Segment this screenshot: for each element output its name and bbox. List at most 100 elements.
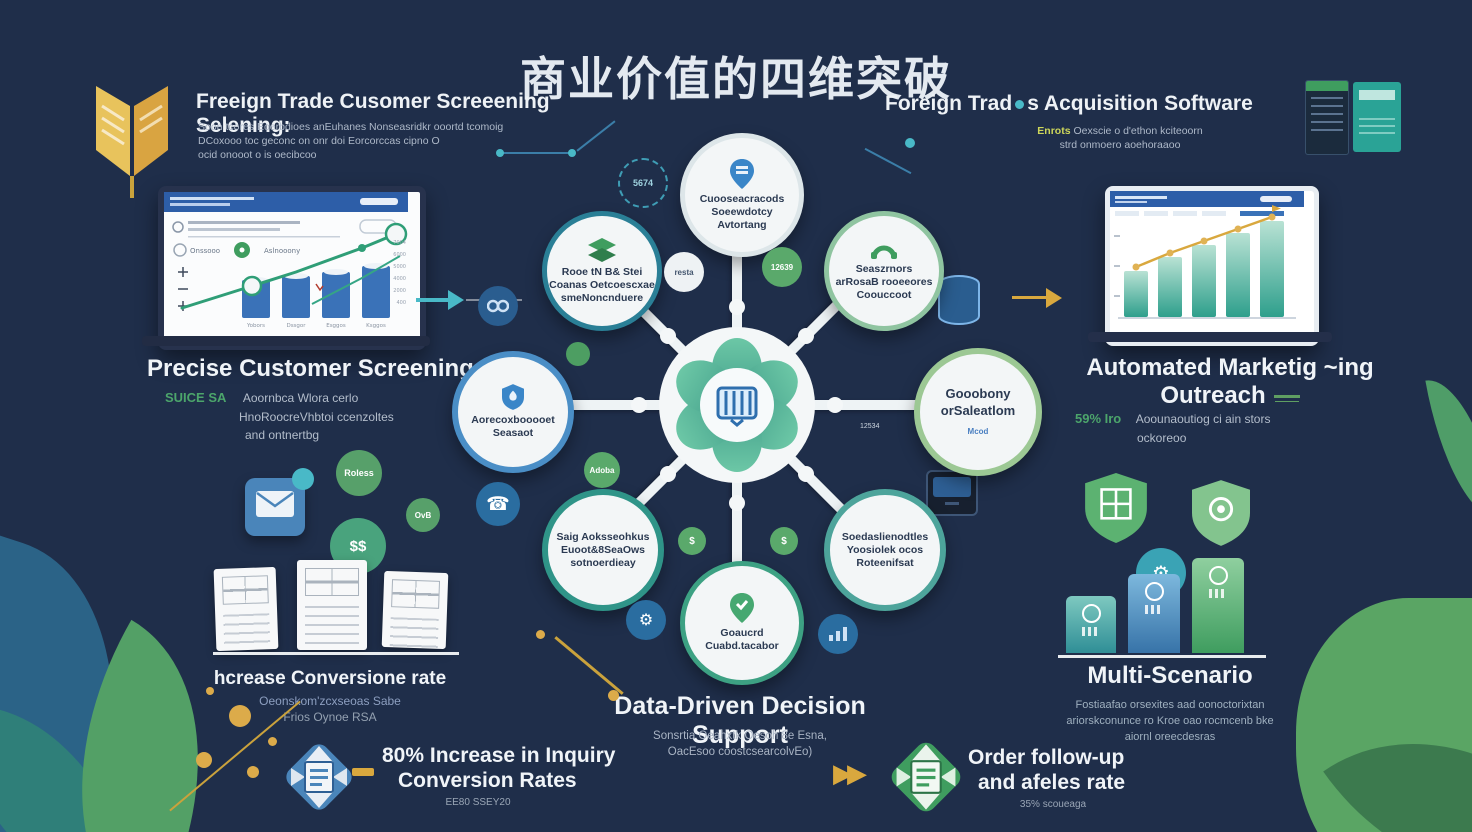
document-lines bbox=[305, 606, 359, 648]
multi-heading: Multi-Scenario bbox=[1087, 662, 1253, 689]
right-panel-line2: ockoreoo bbox=[1137, 431, 1187, 445]
pedestal-column-1 bbox=[1066, 596, 1116, 653]
leaf-green-right-edge bbox=[1425, 371, 1472, 529]
monitor-icon bbox=[926, 470, 978, 516]
book-teal-label bbox=[1359, 90, 1395, 100]
chip-5674: 5674 bbox=[618, 158, 668, 208]
monitor-stand bbox=[945, 502, 959, 505]
book-icon bbox=[96, 86, 168, 198]
hub-nub bbox=[798, 328, 814, 344]
sat-line: Aorecoxbooooet bbox=[471, 414, 555, 426]
chip-12534: 12534 bbox=[860, 423, 880, 430]
sat-line: sotnoerdieay bbox=[570, 556, 636, 569]
document-table bbox=[221, 575, 269, 605]
svg-text:Ksggos: Ksggos bbox=[366, 323, 386, 329]
database-icon bbox=[938, 275, 980, 325]
right-panel-heading-text: Outreach bbox=[1160, 382, 1266, 409]
double-arrow-icon: ▶▶ bbox=[833, 758, 867, 788]
svg-text:6000: 6000 bbox=[393, 252, 406, 258]
document-card bbox=[213, 566, 279, 652]
sat-line: Coouccoot bbox=[856, 288, 912, 301]
chip-dollar-1: $ bbox=[678, 527, 706, 555]
chip-link-icon bbox=[478, 286, 518, 326]
hub-nub bbox=[729, 299, 745, 315]
sat-line: smeNoncnduere bbox=[560, 291, 644, 304]
chip-chart-icon bbox=[818, 614, 858, 654]
multi-line1: Fostiaafao orsexites aad oonoctorixtan bbox=[1075, 699, 1265, 711]
mini-bars-icon bbox=[1145, 605, 1163, 614]
sat-line: Cuabd.tacabor bbox=[705, 640, 779, 652]
hub-nub bbox=[729, 495, 745, 511]
top-left-text-line2: DCoxooo toc geconc on onr doi Eorcorccas… bbox=[198, 135, 440, 147]
marketing-bar-chart bbox=[1110, 191, 1304, 319]
sat-line: Seaszrnors bbox=[855, 262, 913, 275]
sat-sub: Mcod bbox=[967, 426, 989, 436]
svg-text:400: 400 bbox=[396, 300, 406, 306]
badge-right-title2: and afeles rate bbox=[978, 771, 1126, 794]
stacked-box-icon bbox=[588, 237, 616, 262]
svg-text:Aslnooony: Aslnooony bbox=[264, 247, 300, 255]
sat-line: Avtortang bbox=[717, 218, 767, 231]
sat-line: Cuooseacracods bbox=[699, 192, 785, 205]
right-panel-line1: Aoounaoutiog ci ain stors bbox=[1135, 412, 1271, 426]
mail-card-icon bbox=[245, 478, 305, 536]
svg-text:Dssgor: Dssgor bbox=[286, 323, 306, 329]
shield-grid-icon bbox=[1085, 473, 1147, 543]
hub-nub bbox=[798, 466, 814, 482]
satellite-lower-left: Saig Aoksseohkus Euoot&8SeaOws sotnoerdi… bbox=[542, 489, 664, 611]
gold-dot bbox=[247, 766, 259, 778]
gold-dot bbox=[206, 687, 214, 695]
scribble-icon bbox=[1273, 395, 1300, 399]
right-panel-heading-line2: Outreach bbox=[1060, 382, 1400, 410]
left-panel-line3: and ontnertbg bbox=[245, 428, 320, 442]
right-panel-stat: 59% Iro bbox=[1075, 411, 1122, 426]
hub-nub bbox=[827, 397, 843, 413]
left-panel-line1: Aoornbca Wlora cerlo bbox=[242, 391, 359, 405]
hub-nub bbox=[660, 466, 676, 482]
shield-gear-icon bbox=[1192, 480, 1250, 546]
person-icon bbox=[1208, 566, 1228, 585]
document-table bbox=[391, 579, 441, 609]
laptop-right-base bbox=[1088, 332, 1332, 342]
teal-dot-badge bbox=[292, 468, 314, 490]
document-table bbox=[305, 568, 359, 596]
envelope-icon bbox=[256, 491, 294, 517]
document-lines bbox=[389, 617, 439, 649]
badge-right-sub: 35% scoueaga bbox=[1019, 799, 1087, 810]
decision-heading: Data-Driven Decision Support bbox=[614, 692, 866, 749]
sat-line: Roteenifsat bbox=[856, 556, 914, 569]
gold-dash bbox=[352, 768, 374, 776]
sat-line: Soedaslienodtles bbox=[841, 530, 929, 543]
chip-dollar-2: $ bbox=[770, 527, 798, 555]
divider-line-left bbox=[213, 652, 459, 655]
top-right-text-line1: Enrots Oexscie o d'ethon kciteoorn bbox=[960, 124, 1280, 138]
arrow-head-teal-icon bbox=[448, 290, 464, 310]
conversion-line2: Frios Oynoe RSA bbox=[283, 710, 377, 724]
top-right-text-line2: strd onmoero aoehoraaoo bbox=[1059, 139, 1181, 151]
hub-nub bbox=[631, 397, 647, 413]
gold-dot bbox=[229, 705, 251, 727]
chip-roless: Roless bbox=[336, 450, 382, 496]
multi-line2: ariorskconunce ro Kroe oao rocmcenb bke bbox=[1066, 715, 1274, 727]
top-left-heading: Freeign Trade Cusomer Screeening Selenin… bbox=[196, 90, 550, 137]
satellite-lower-right: Soedaslienodtles Yoosiolek ocos Roteenif… bbox=[824, 489, 946, 611]
gold-dot bbox=[536, 630, 545, 639]
document-lines bbox=[223, 613, 271, 649]
conversion-line1: Oeonskom'zcxseoas Sabe bbox=[259, 694, 401, 708]
sat-line: Rooe tN B& Stei bbox=[561, 265, 643, 278]
satellite-left: Aorecoxbooooet Seasaot bbox=[452, 351, 574, 473]
analytics-dashboard-chart: Onssooo Aslnooony 7004 6000 5000 4000 20… bbox=[164, 192, 408, 329]
book-teal-lines bbox=[1359, 118, 1395, 136]
sat-line: Soeewdotcy bbox=[711, 205, 773, 218]
laptop-left: Onssooo Aslnooony 7004 6000 5000 4000 20… bbox=[158, 186, 426, 350]
conversion-heading: hcrease Conversione rate bbox=[213, 668, 447, 689]
book-dark bbox=[1305, 80, 1349, 155]
book-dark-lines bbox=[1311, 97, 1343, 131]
page-title: 商业价值的四维突破 bbox=[520, 52, 952, 105]
chip-adoba: Adoba bbox=[584, 452, 620, 488]
top-right-line1: Oexscie o d'ethon kciteoorn bbox=[1073, 125, 1203, 137]
hub-nub bbox=[660, 328, 676, 344]
person-icon bbox=[1081, 604, 1101, 623]
connector-dot bbox=[496, 149, 504, 157]
